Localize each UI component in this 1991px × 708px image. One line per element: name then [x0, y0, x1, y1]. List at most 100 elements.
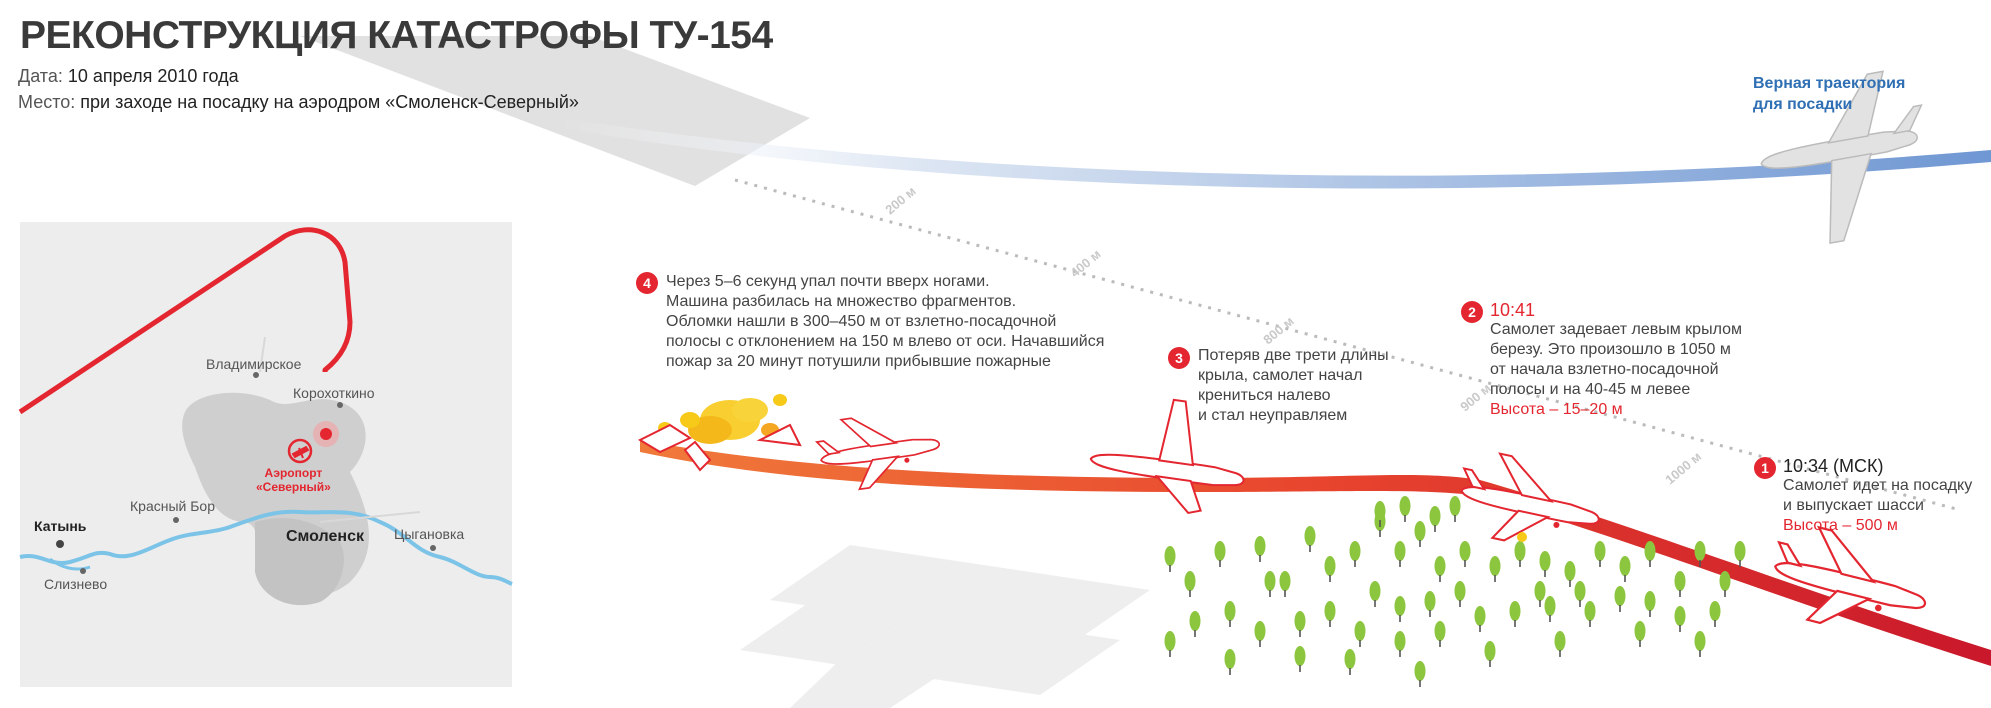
tree-icon	[1434, 556, 1446, 582]
shadow-wedge	[300, 36, 810, 186]
tree-icon	[1584, 601, 1596, 627]
tree-icon	[1644, 591, 1656, 617]
event-1-altitude: Высота – 500 м	[1783, 517, 1898, 534]
tree-icon	[1304, 526, 1316, 552]
tree-icon	[1454, 581, 1466, 607]
tree-icon	[1279, 571, 1291, 597]
distance-mark: 800 м	[1260, 313, 1296, 347]
distance-mark: 1000 м	[1662, 449, 1704, 488]
tree-icon	[1544, 596, 1556, 622]
tree-icon	[1224, 601, 1236, 627]
event-1-badge: 1	[1754, 457, 1776, 479]
tree-icon	[1644, 541, 1656, 567]
event-1-note: 10:34 (МСК) Самолет идет на посадку и вы…	[1783, 456, 1972, 536]
map-label-katyn: Катынь	[34, 518, 87, 534]
tree-icon	[1324, 556, 1336, 582]
event-4-note: Через 5–6 секунд упал почти вверх ногами…	[666, 272, 1104, 372]
tree-icon	[1734, 541, 1746, 567]
tree-icon	[1424, 591, 1436, 617]
tree-icon	[1414, 661, 1426, 687]
tree-icon	[1674, 606, 1686, 632]
tree-icon	[1534, 581, 1546, 607]
distance-mark: 900 м	[1457, 380, 1493, 414]
event-1-line: и выпускает шасси	[1783, 497, 1924, 514]
actual-trajectory	[640, 440, 1991, 666]
event-2-line: полосы и на 40-45 м левее	[1490, 381, 1691, 398]
tree-icon	[1634, 621, 1646, 647]
tree-icon	[1564, 561, 1576, 587]
tree-icon	[1514, 541, 1526, 567]
distance-line	[734, 178, 1961, 512]
correct-trajectory-line1: Верная траектория	[1753, 75, 1906, 92]
event-2-note: 10:41 Самолет задевает левым крылом бере…	[1490, 300, 1742, 420]
tree-icon	[1394, 541, 1406, 567]
tree-icon	[1214, 541, 1226, 567]
event-3-badge: 3	[1168, 347, 1190, 369]
tree-icon	[1414, 521, 1426, 547]
event-3-note: Потеряв две трети длины крыла, самолет н…	[1198, 346, 1389, 426]
event-2-badge: 2	[1461, 301, 1483, 323]
tree-icon	[1709, 601, 1721, 627]
location-map	[18, 222, 513, 687]
tree-icon	[1459, 541, 1471, 567]
tree-icon	[1394, 596, 1406, 622]
tree-icon	[1719, 571, 1731, 597]
map-label-krasny-bor: Красный Бор	[130, 498, 215, 514]
tree-icon	[1224, 649, 1236, 675]
forest	[1164, 496, 1746, 687]
tree-icon	[1694, 631, 1706, 657]
tree-icon	[1294, 611, 1306, 637]
map-label-airport: Аэропорт «Северный»	[256, 466, 331, 494]
event-3-line: и стал неуправляем	[1198, 407, 1348, 424]
plane-icon	[1089, 398, 1245, 515]
place-value: при заходе на посадку на аэродром «Смоле…	[80, 92, 579, 112]
tree-icon	[1164, 546, 1176, 572]
tree-icon	[1344, 649, 1356, 675]
tree-icon	[1394, 631, 1406, 657]
airport-icon	[287, 438, 313, 464]
tree-icon	[1509, 601, 1521, 627]
plane-icon	[1450, 445, 1609, 560]
tree-icon	[1554, 631, 1566, 657]
correct-trajectory	[560, 118, 1991, 189]
meta-place: Место: при заходе на посадку на аэродром…	[18, 92, 579, 113]
gray-plane-icon	[1760, 70, 1923, 245]
map-label-smolensk: Смоленск	[286, 528, 364, 545]
event-4-line: Обломки нашли в 300–450 м от взлетно-пос…	[666, 313, 1057, 330]
tree-icon	[1429, 506, 1441, 532]
map-label-sliznevo: Слизнево	[44, 576, 108, 592]
correct-trajectory-line2: для посадки	[1753, 96, 1853, 113]
meta-date: Дата: 10 апреля 2010 года	[18, 66, 239, 87]
tree-icon	[1399, 496, 1411, 522]
impact-icon	[1517, 532, 1527, 542]
event-3-line: крениться налево	[1198, 387, 1331, 404]
tree-icon	[1324, 601, 1336, 627]
page-title: РЕКОНСТРУКЦИЯ КАТАСТРОФЫ ТУ-154	[20, 14, 773, 57]
map-label-tsyganovka: Цыгановка	[394, 526, 465, 542]
ground-tiles	[740, 545, 1150, 708]
tree-icon	[1574, 581, 1586, 607]
event-2-altitude: Высота – 15–20 м	[1490, 401, 1623, 418]
event-4-line: Через 5–6 секунд упал почти вверх ногами…	[666, 273, 990, 290]
tree-icon	[1264, 571, 1276, 597]
wreckage	[637, 423, 802, 472]
tree-icon	[1184, 571, 1196, 597]
distance-mark: 200 м	[882, 183, 918, 217]
event-4-line: Машина разбилась на множество фрагментов…	[666, 293, 1017, 310]
tree-icon	[1674, 571, 1686, 597]
tree-icon	[1164, 631, 1176, 657]
tree-icon	[1449, 496, 1461, 522]
event-3-line: крыла, самолет начал	[1198, 367, 1363, 384]
tree-icon	[1539, 551, 1551, 577]
tree-icon	[1594, 541, 1606, 567]
event-2-line: от начала взлетно-посадочной	[1490, 361, 1719, 378]
tree-icon	[1369, 581, 1381, 607]
tree-icon	[1434, 621, 1446, 647]
tree-icon	[1349, 541, 1361, 567]
map-label-korokhotkino: Корохоткино	[293, 385, 375, 401]
event-4-badge: 4	[636, 272, 658, 294]
event-2-line: Самолет задевает левым крылом	[1490, 321, 1742, 338]
event-4-line: полосы с отклонением на 150 м влево от о…	[666, 333, 1105, 350]
airport-label-line2: «Северный»	[256, 480, 331, 494]
